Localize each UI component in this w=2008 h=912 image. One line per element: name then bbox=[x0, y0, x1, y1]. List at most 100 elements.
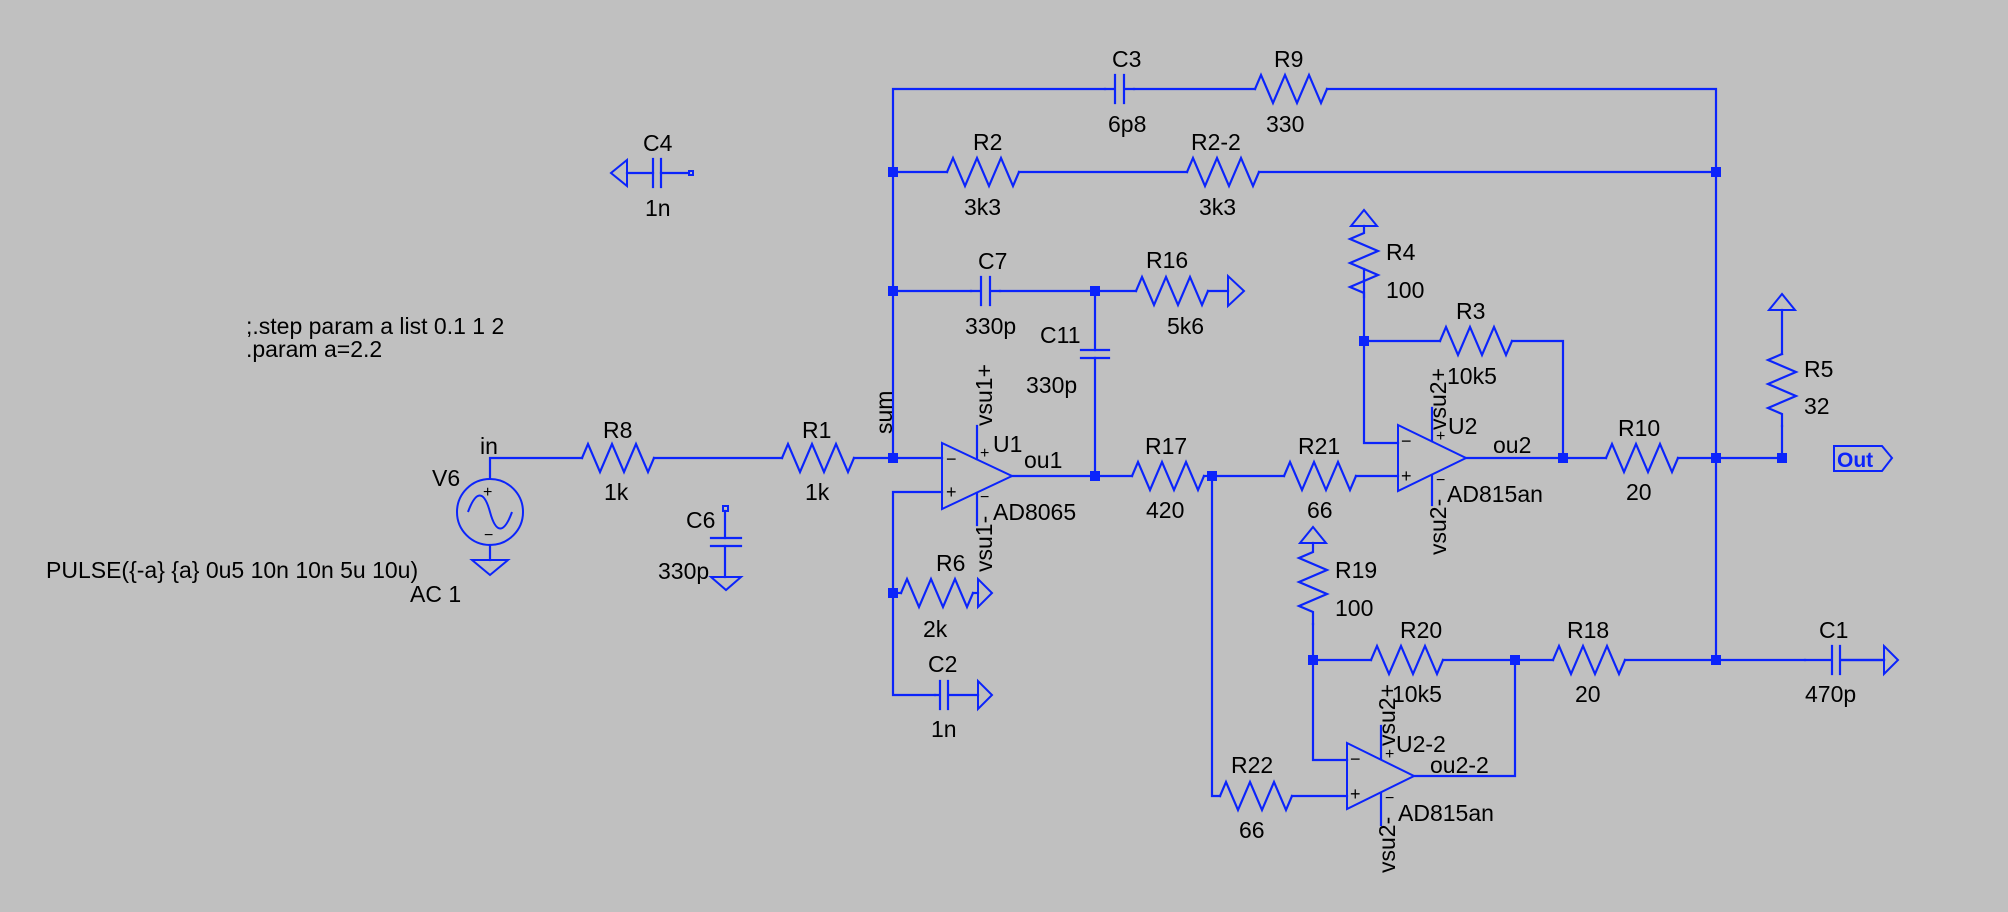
resistor-r20[interactable]: R20 10k5 bbox=[1369, 617, 1445, 707]
c2-value-label: 1n bbox=[931, 716, 957, 742]
step-directive[interactable]: ;.step param a list 0.1 1 2 bbox=[246, 313, 504, 339]
u2-2-vpos-net-label: vsu2+ bbox=[1374, 684, 1400, 746]
r8-ref-label: R8 bbox=[603, 417, 632, 443]
u2-model-label: AD815an bbox=[1447, 481, 1543, 507]
u1-vneg-minus-label: − bbox=[980, 489, 989, 506]
param-directive[interactable]: .param a=2.2 bbox=[246, 336, 382, 362]
u2-ref-label: U2 bbox=[1448, 413, 1477, 439]
u1-minus-label: − bbox=[946, 449, 957, 469]
r19-value-label: 100 bbox=[1335, 595, 1373, 621]
u2-2-model-label: AD815an bbox=[1398, 800, 1494, 826]
capacitor-c11[interactable]: C11 330p bbox=[1026, 322, 1111, 398]
c3-value-label: 6p8 bbox=[1108, 111, 1146, 137]
r4-value-label: 100 bbox=[1386, 277, 1424, 303]
capacitor-c7[interactable]: C7 330p bbox=[965, 248, 1016, 339]
supply-arrow-icon bbox=[1297, 525, 1329, 544]
r3-ref-label: R3 bbox=[1456, 298, 1485, 324]
r1-value-label: 1k bbox=[805, 479, 830, 505]
resistor-r3[interactable]: R3 10k5 bbox=[1438, 298, 1514, 389]
r20-value-label: 10k5 bbox=[1392, 681, 1442, 707]
resistor-r2-2[interactable]: R2-2 3k3 bbox=[1185, 129, 1261, 220]
resistor-r5[interactable]: R5 32 bbox=[1765, 292, 1833, 428]
r22-value-label: 66 bbox=[1239, 817, 1265, 843]
c1-ref-label: C1 bbox=[1819, 617, 1848, 643]
r9-value-label: 330 bbox=[1266, 111, 1304, 137]
source-ac-label: AC 1 bbox=[410, 581, 461, 607]
r19-ref-label: R19 bbox=[1335, 557, 1377, 583]
r21-value-label: 66 bbox=[1307, 497, 1333, 523]
u2-2-minus-label: − bbox=[1350, 749, 1361, 769]
opamp-u2[interactable]: − + + − U2 AD815an vsu2+ vsu2- bbox=[1397, 368, 1543, 555]
resistor-r18[interactable]: R18 20 bbox=[1551, 617, 1627, 707]
junction bbox=[1090, 286, 1100, 296]
r18-ref-label: R18 bbox=[1567, 617, 1609, 643]
capacitor-c1[interactable]: C1 470p bbox=[1803, 617, 1900, 707]
u1-vpos-net-label: vsu1+ bbox=[971, 364, 997, 426]
ground-icon bbox=[1227, 273, 1246, 309]
u2-vpos-plus-label: + bbox=[1436, 428, 1445, 445]
resistor-r9[interactable]: R9 330 bbox=[1253, 46, 1329, 137]
r22-ref-label: R22 bbox=[1231, 752, 1273, 778]
resistor-r22[interactable]: R22 66 bbox=[1218, 752, 1294, 843]
c7-value-label: 330p bbox=[965, 313, 1016, 339]
r6-ref-label: R6 bbox=[936, 550, 965, 576]
junction bbox=[888, 167, 898, 177]
junction bbox=[888, 588, 898, 598]
u2-2-plus-label: + bbox=[1350, 784, 1361, 804]
opamp-u1[interactable]: − + + − U1 AD8065 vsu1+ vsu1- bbox=[941, 364, 1076, 572]
c6-ref-label: C6 bbox=[686, 507, 715, 533]
junction bbox=[1207, 471, 1217, 481]
ground-icon bbox=[708, 576, 744, 592]
resistor-r4[interactable]: R4 100 bbox=[1347, 208, 1424, 303]
r6-value-label: 2k bbox=[923, 616, 948, 642]
resistor-r16[interactable]: R16 5k6 bbox=[1134, 247, 1246, 339]
resistor-r8[interactable]: R8 1k bbox=[580, 417, 656, 505]
r4-ref-label: R4 bbox=[1386, 239, 1416, 265]
resistor-r19[interactable]: R19 100 bbox=[1296, 525, 1377, 626]
r5-value-label: 32 bbox=[1804, 393, 1830, 419]
opamp-u2-2[interactable]: − + + − U2-2 AD815an vsu2+ vsu2- bbox=[1346, 684, 1494, 873]
junction bbox=[888, 286, 898, 296]
c7-ref-label: C7 bbox=[978, 248, 1007, 274]
u1-ref-label: U1 bbox=[993, 431, 1022, 457]
resistor-r1[interactable]: R1 1k bbox=[780, 417, 856, 505]
r16-value-label: 5k6 bbox=[1167, 313, 1204, 339]
junctions bbox=[888, 167, 1787, 665]
junction bbox=[1711, 167, 1721, 177]
r2-value-label: 3k3 bbox=[964, 194, 1001, 220]
u1-model-label: AD8065 bbox=[993, 499, 1076, 525]
resistor-r10[interactable]: R10 20 bbox=[1604, 415, 1680, 505]
c1-value-label: 470p bbox=[1805, 681, 1856, 707]
ground-icon bbox=[977, 576, 994, 610]
net-label-ou2-2: ou2-2 bbox=[1430, 752, 1489, 778]
c4-ref-label: C4 bbox=[643, 130, 673, 156]
out-port-label: Out bbox=[1837, 449, 1873, 472]
c3-ref-label: C3 bbox=[1112, 46, 1141, 72]
net-label-in: in bbox=[480, 433, 498, 459]
capacitor-c6[interactable]: C6 330p bbox=[658, 505, 744, 592]
ground-icon bbox=[1883, 643, 1900, 677]
r18-value-label: 20 bbox=[1575, 681, 1601, 707]
u1-plus-label: + bbox=[946, 482, 957, 502]
resistor-r6[interactable]: R6 2k bbox=[899, 550, 994, 642]
r21-ref-label: R21 bbox=[1298, 433, 1340, 459]
junction bbox=[1090, 471, 1100, 481]
capacitor-c3[interactable]: C3 6p8 bbox=[1103, 46, 1146, 137]
r17-ref-label: R17 bbox=[1145, 433, 1187, 459]
resistor-r2[interactable]: R2 3k3 bbox=[945, 129, 1021, 220]
r1-ref-label: R1 bbox=[802, 417, 831, 443]
r17-value-label: 420 bbox=[1146, 497, 1184, 523]
out-port[interactable]: Out bbox=[1833, 445, 1894, 472]
resistor-r17[interactable]: R17 420 bbox=[1130, 433, 1206, 523]
capacitor-c2[interactable]: C2 1n bbox=[928, 651, 994, 742]
source-minus-label: − bbox=[484, 527, 493, 544]
voltage-source-v6[interactable]: + − V6 PULSE({-a} {a} 0u5 10n 10n 5u 10u… bbox=[46, 465, 524, 607]
capacitor-c4[interactable]: C4 1n bbox=[609, 130, 694, 221]
junction bbox=[1510, 655, 1520, 665]
r9-ref-label: R9 bbox=[1274, 46, 1303, 72]
junction bbox=[1711, 453, 1721, 463]
c6-value-label: 330p bbox=[658, 558, 709, 584]
r10-value-label: 20 bbox=[1626, 479, 1652, 505]
resistor-r21[interactable]: R21 66 bbox=[1282, 433, 1358, 523]
